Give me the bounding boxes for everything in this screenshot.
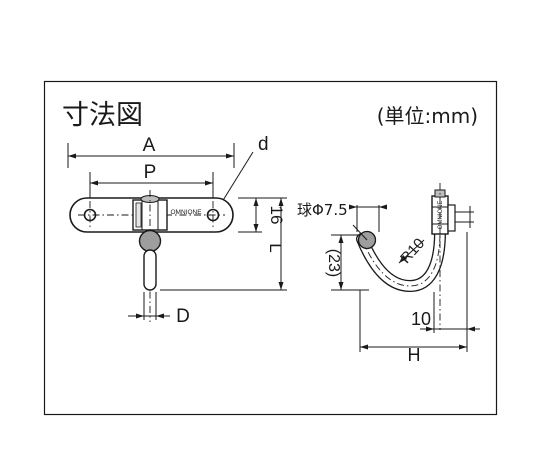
dimension-h xyxy=(359,290,468,352)
latch-pin xyxy=(143,249,157,291)
dimension-23-label: (23) xyxy=(325,249,342,277)
plate-engraving: OMNIONE xyxy=(170,209,202,216)
drawing-frame xyxy=(43,80,498,416)
drawing-title: 寸法図 xyxy=(62,100,143,131)
dimension-d xyxy=(128,292,170,320)
ball-knob xyxy=(138,229,162,253)
dimension-l-label: L xyxy=(266,243,285,252)
dimension-a xyxy=(67,143,235,168)
dimension-l xyxy=(160,197,287,291)
dimension-16-label: 16 xyxy=(267,206,286,225)
side-plate-engraving: OMNIONE xyxy=(438,201,444,230)
dimension-d-label: D xyxy=(176,306,190,327)
dimension-10-label: 10 xyxy=(411,309,431,329)
ball-diameter-label: 球Φ7.5 xyxy=(297,201,348,219)
hole-d-label: d xyxy=(258,134,269,155)
dimension-a-label: A xyxy=(143,135,156,156)
dimension-p-label: P xyxy=(144,162,157,183)
ball-diameter-dimension xyxy=(349,204,387,232)
dimension-h-label: H xyxy=(408,345,421,365)
front-view: A P d OMNIONE xyxy=(67,134,287,327)
dimension-10 xyxy=(420,232,480,333)
side-body xyxy=(431,183,456,330)
unit-label: (単位:mm) xyxy=(377,104,478,128)
